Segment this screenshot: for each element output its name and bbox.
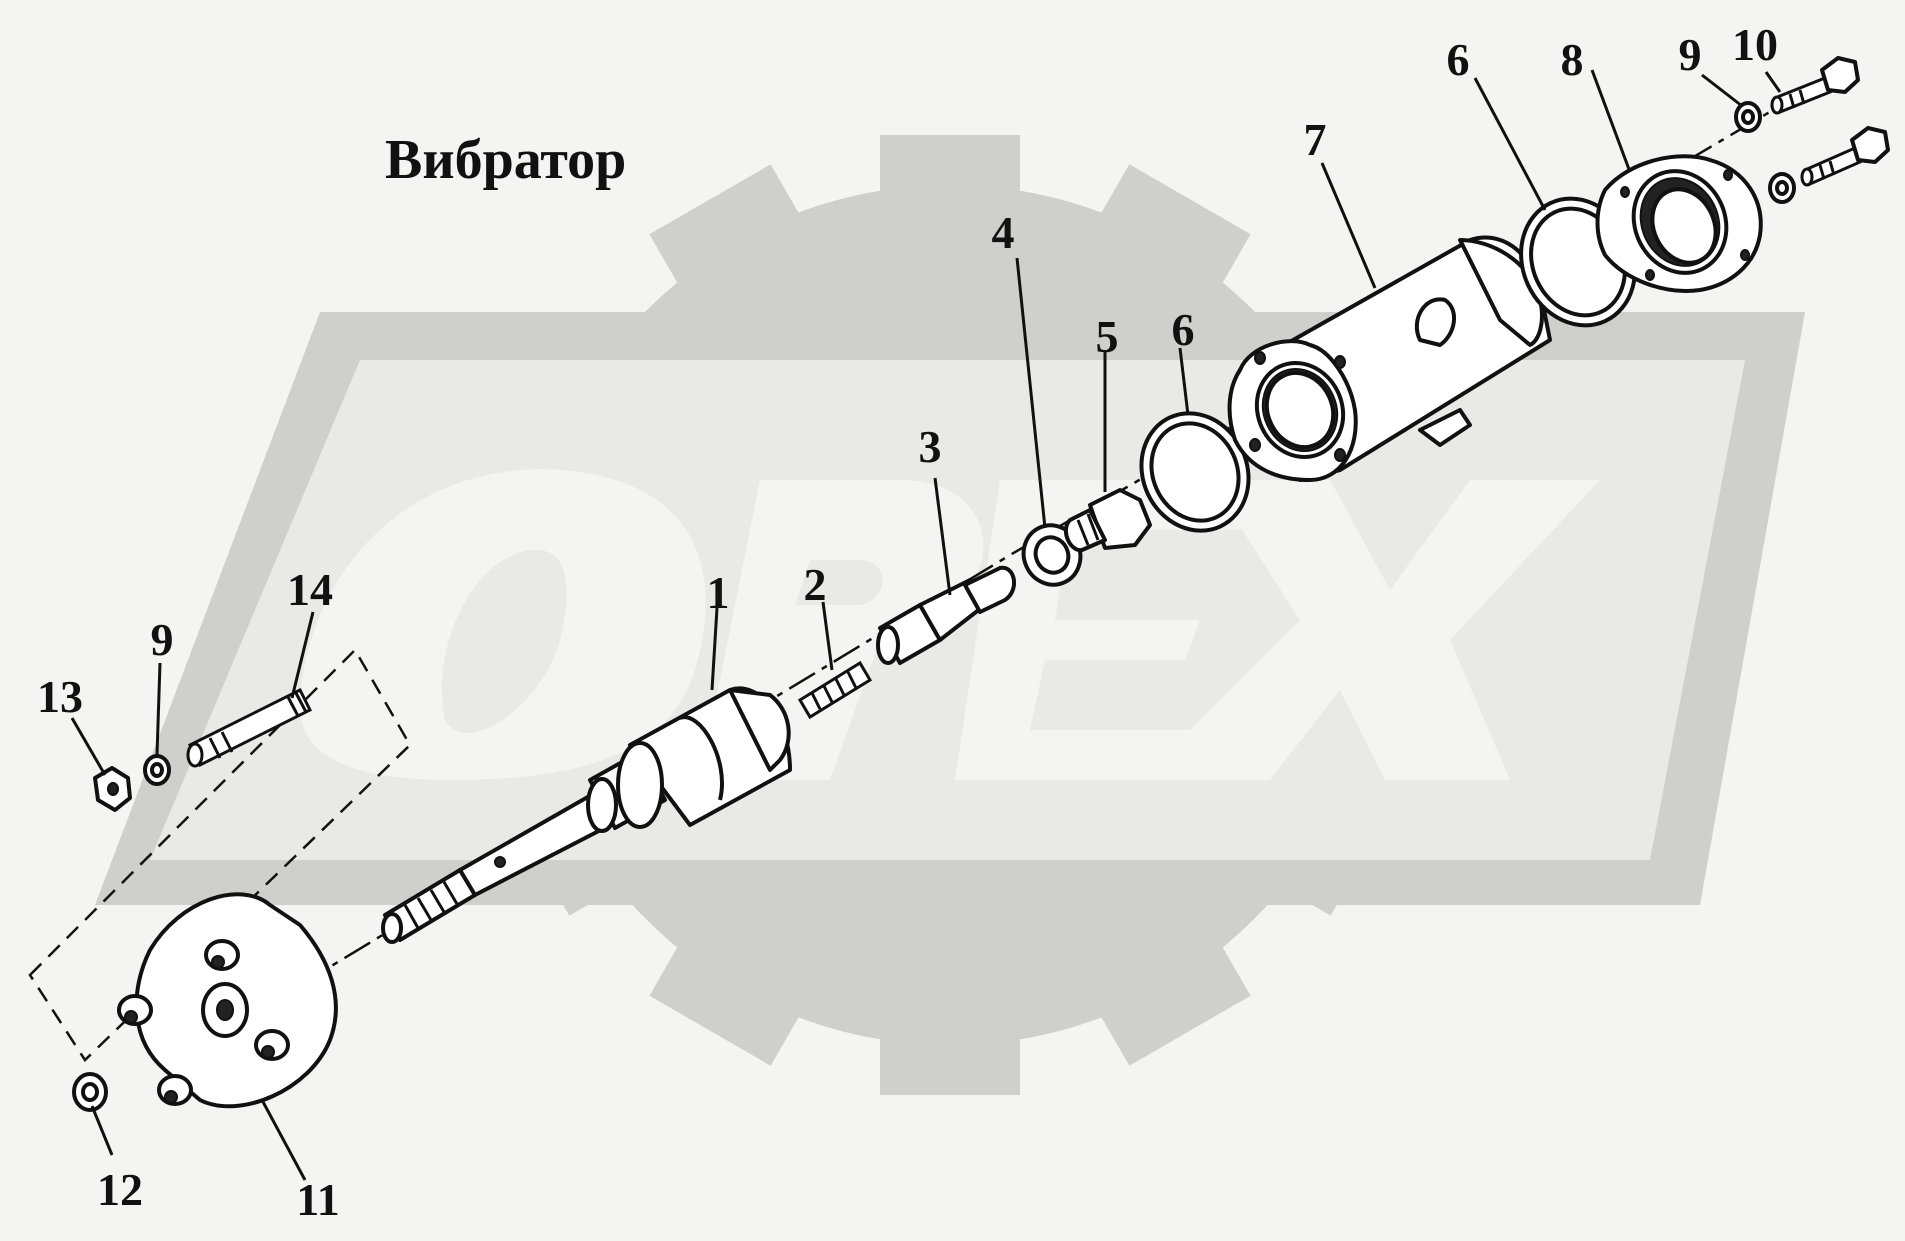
callout-9-upper: 9: [1679, 29, 1702, 80]
part-13-nut: [93, 766, 132, 812]
callout-13: 13: [37, 671, 83, 722]
callout-labels: 1 2 3 4 5 6 6 7 8 9 10 9 14 13 12 11: [37, 19, 1778, 1225]
callout-14: 14: [287, 564, 333, 615]
watermark-letter-x: [1140, 480, 1600, 780]
part-12-washer: [72, 1072, 108, 1112]
part-9-washers-upper: [1734, 101, 1796, 204]
part-9-washer-left: [143, 754, 171, 786]
callout-8: 8: [1561, 34, 1584, 85]
callout-1: 1: [707, 567, 730, 618]
watermark-logo: [95, 135, 1805, 1095]
part-2-spring: [797, 660, 873, 720]
callout-2: 2: [804, 559, 827, 610]
callout-5: 5: [1096, 311, 1119, 362]
part-1-shaft: [381, 686, 792, 944]
reference-outline: [28, 647, 412, 1062]
part-5-plug: [1063, 488, 1152, 553]
diagram-title: Вибратор: [385, 129, 626, 191]
part-3-plunger: [876, 565, 1016, 665]
leader-lines: [70, 69, 1782, 1181]
callout-6-upper: 6: [1447, 34, 1470, 85]
part-6-gasket-lower: [1139, 411, 1251, 533]
part-7-housing: [1227, 235, 1552, 482]
part-14-stud: [186, 687, 313, 768]
callout-10: 10: [1732, 19, 1778, 70]
callout-7: 7: [1304, 114, 1327, 165]
part-11-end-cap: [117, 892, 338, 1109]
part-10-bolts: [1770, 56, 1890, 187]
callout-6-lower: 6: [1172, 304, 1195, 355]
callout-12: 12: [97, 1164, 143, 1215]
callout-9-left: 9: [151, 614, 174, 665]
part-8-flange: [1595, 154, 1763, 293]
watermark-letters: [299, 469, 1600, 780]
callout-11: 11: [296, 1174, 339, 1225]
callout-4: 4: [992, 207, 1015, 258]
callout-3: 3: [919, 421, 942, 472]
